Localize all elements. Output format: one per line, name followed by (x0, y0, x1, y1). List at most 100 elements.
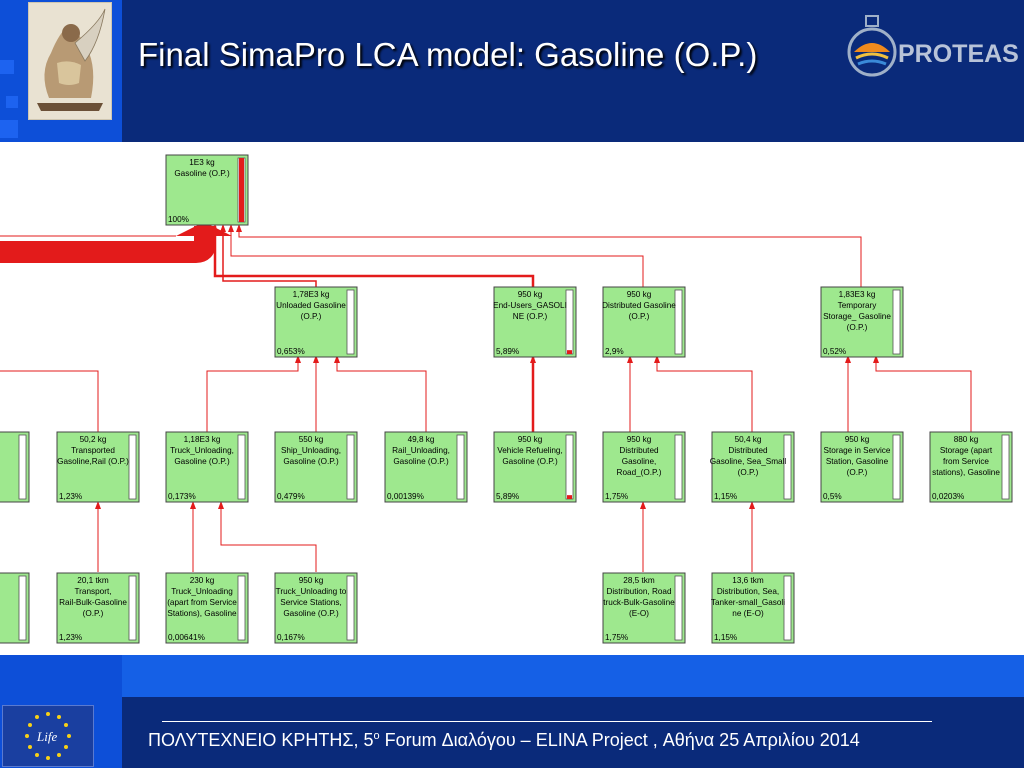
node-percentage: 5,89% (496, 347, 519, 356)
node-box (165, 154, 249, 226)
link (656, 357, 753, 432)
node-indicator-bar (783, 575, 792, 641)
node-label-line: (apart from Service (167, 598, 237, 607)
eu-logo-text: Life (36, 729, 57, 744)
node-label-line: (O.P.) (629, 312, 650, 321)
process-node-rail_unloading[interactable]: 49,8 kg Rail_Unloading, Gasoline (O.P.) 0,0… (384, 431, 468, 503)
node-box (56, 572, 140, 644)
node-label-line: (O.P.) (738, 468, 759, 477)
node-indicator-bar (674, 575, 683, 641)
node-label-line: Gasoline, (622, 457, 657, 466)
process-node-rail_transport[interactable]: 20,1 tkmTransport,Rail-Bulk-Gasoline(O.P… (56, 572, 140, 644)
node-percentage: 0,00139% (387, 492, 424, 501)
node-box (820, 431, 904, 503)
node-percentage: 1,75% (605, 633, 628, 642)
node-label-line: End-Users_GASOLI (493, 301, 567, 310)
node-label-line: Storage in Service (824, 446, 891, 455)
node-label-line: Distribution, Sea, (717, 587, 779, 596)
node-label-line: Temporary (838, 301, 878, 310)
node-percentage: 0,653% (277, 347, 305, 356)
node-label-line: 50,4 kg (735, 435, 762, 444)
link-distributed (230, 226, 644, 287)
node-label-line: Rail_Unloading, (392, 446, 450, 455)
university-seal-logo (28, 2, 112, 120)
node-label-line: truck-Bulk-Gasoline (603, 598, 675, 607)
node-percentage: 0,00641% (168, 633, 205, 642)
link (875, 357, 972, 432)
proteas-logo: PROTEAS (842, 12, 1024, 82)
node-label-line: Vehicle Refueling, (497, 446, 563, 455)
node-label-line: 1E3 kg (189, 158, 215, 167)
main-flow-arrow (0, 226, 216, 263)
node-box (274, 431, 358, 503)
node-percentage: 2,9% (605, 347, 624, 356)
link (0, 370, 99, 432)
process-node-l3_cut[interactable]: mt,oline (0, 572, 30, 644)
node-label-line: 20,1 tkm (77, 576, 109, 585)
node-box (602, 431, 686, 503)
node-indicator-bar (346, 575, 355, 641)
node-label-line: ne (E-O) (732, 609, 764, 618)
node-indicator-bar (237, 434, 246, 500)
node-percentage: 0,167% (277, 633, 305, 642)
link (220, 503, 317, 572)
node-indicator-bar (783, 434, 792, 500)
node-label-line: Distributed (619, 446, 659, 455)
node-label-line: 230 kg (190, 576, 215, 585)
node-box (602, 572, 686, 644)
node-box (274, 572, 358, 644)
node-label-line: 950 kg (845, 435, 870, 444)
node-indicator-bar (128, 575, 137, 641)
node-indicator-bar (565, 289, 574, 355)
network-links (0, 222, 972, 572)
node-label-line: Gasoline (O.P.) (174, 169, 230, 178)
node-percentage: 1,23% (59, 633, 82, 642)
node-label-line: Rail-Bulk-Gasoline (59, 598, 127, 607)
node-label-line: Unloaded Gasoline (276, 301, 346, 310)
node-label-line: Transported (71, 446, 115, 455)
node-percentage: 1,15% (714, 492, 737, 501)
link (206, 357, 299, 432)
process-node-dist_road[interactable]: 950 kgDistributedGasoline,Road_(O.P.)1,7… (602, 431, 686, 503)
node-label-line: Storage (apart (940, 446, 993, 455)
node-label-line: Gasoline (O.P.) (283, 609, 339, 618)
node-label-line: Gasoline (O.P.) (283, 457, 339, 466)
slide-footer: Life ΠΟΛΥΤΕΧΝΕΙΟ ΚΡΗΤΗΣ, 5ο Forum Διαλόγ… (0, 655, 1024, 768)
node-label-line: Tanker-small_Gasoli (711, 598, 785, 607)
node-label-line: 950 kg (627, 290, 652, 299)
node-label-line: Gasoline (O.P.) (393, 457, 449, 466)
footer-rule (162, 721, 932, 722)
node-label-line: 1,18E3 kg (184, 435, 221, 444)
node-indicator-bar (237, 575, 246, 641)
node-label-line: 49,8 kg (408, 435, 435, 444)
node-label-line: (O.P.) (83, 609, 104, 618)
node-label-line: Truck_Unloading, (170, 446, 234, 455)
node-label-line: Distribution, Road (606, 587, 672, 596)
link-endusers (213, 226, 535, 287)
node-label-line: 1,78E3 kg (293, 290, 330, 299)
node-label-line: Truck_Unloading to (276, 587, 347, 596)
node-label-line: from Service (943, 457, 989, 466)
main-flow-arrowhead (176, 222, 232, 236)
process-node-l2_cut[interactable]: edeline (0, 431, 30, 503)
node-indicator-bar (128, 434, 137, 500)
node-percentage: 0,173% (168, 492, 196, 501)
